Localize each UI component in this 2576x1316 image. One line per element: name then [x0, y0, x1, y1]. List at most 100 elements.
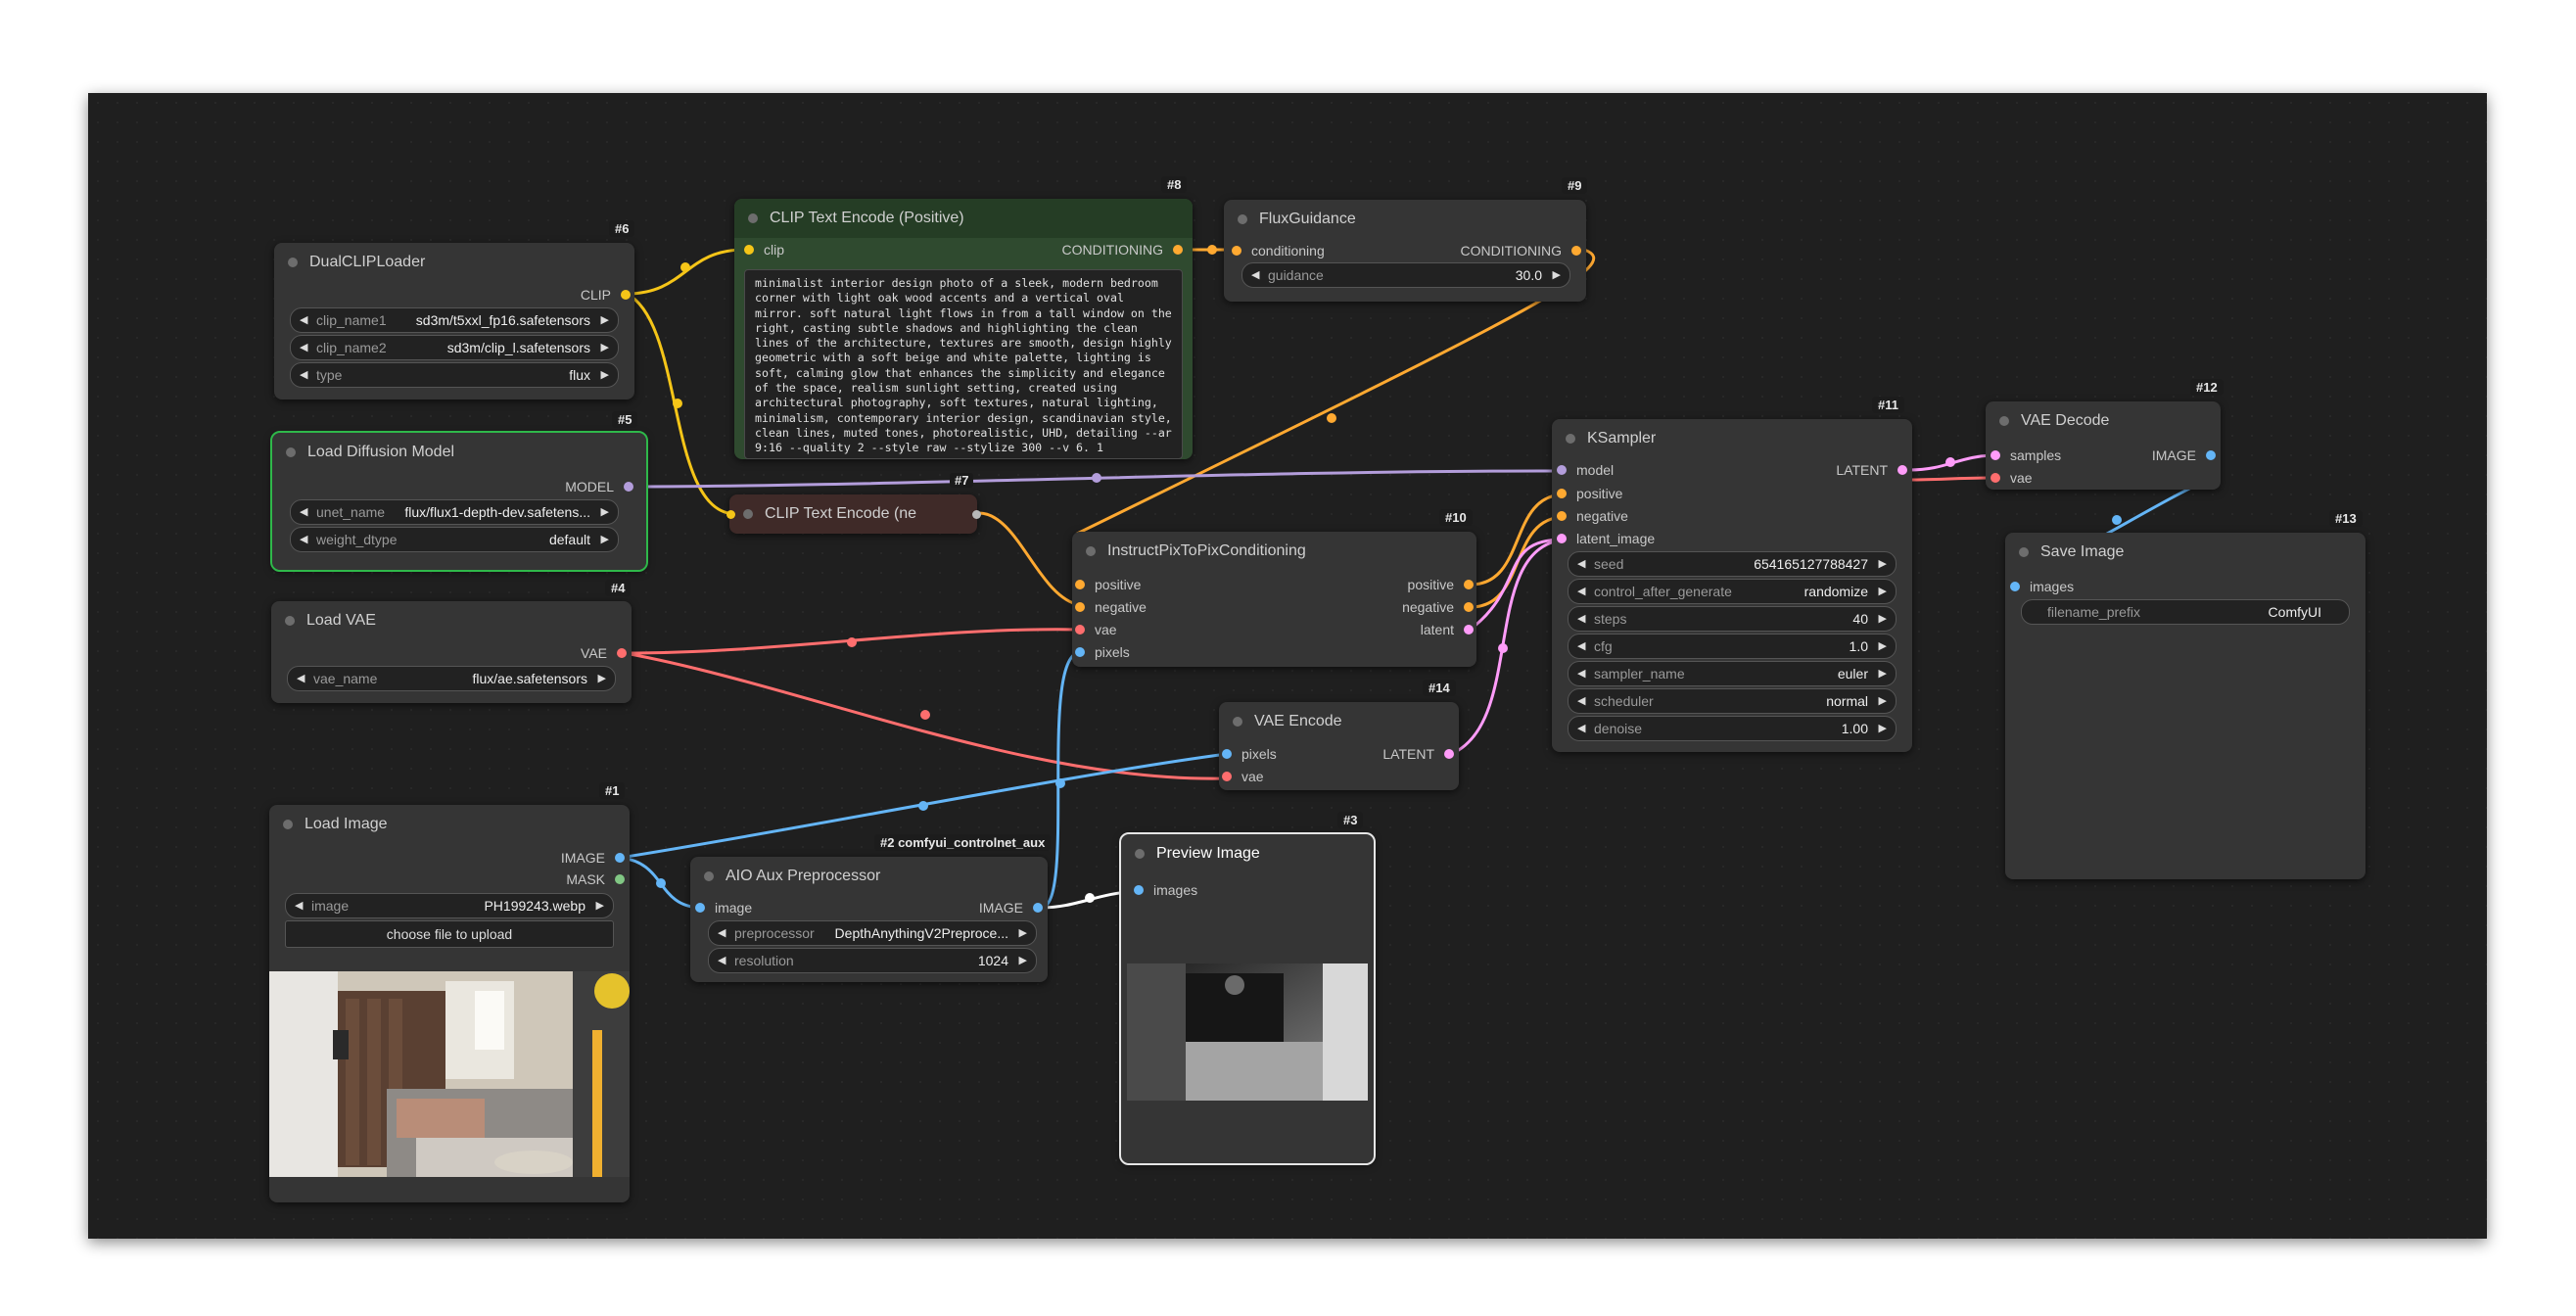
slot-dot[interactable]	[2206, 450, 2216, 460]
node-vae-decode[interactable]: VAE Decode samples vae IMAGE	[1986, 401, 2221, 490]
input-vae[interactable]: vae	[1075, 621, 1117, 638]
slot-dot[interactable]	[1075, 602, 1085, 612]
input-clip[interactable]: clip	[744, 241, 784, 258]
output-conditioning-dot[interactable]	[972, 510, 981, 519]
slot-dot[interactable]	[744, 245, 754, 255]
node-header[interactable]: DualCLIPLoader	[274, 243, 634, 282]
collapse-dot[interactable]	[2019, 547, 2029, 557]
slot-dot[interactable]	[695, 903, 705, 913]
slot-dot[interactable]	[1557, 511, 1567, 521]
input-vae[interactable]: vae	[1222, 768, 1264, 785]
output-mask[interactable]: MASK	[566, 870, 625, 888]
upload-button[interactable]: choose file to upload	[285, 920, 614, 948]
slot-dot[interactable]	[1033, 903, 1043, 913]
slot-dot[interactable]	[1464, 602, 1474, 612]
slot-dot[interactable]	[1557, 465, 1567, 475]
slot-dot[interactable]	[617, 648, 627, 658]
node-vae-encode[interactable]: VAE Encode pixels vae LATENT	[1219, 702, 1459, 790]
output-negative[interactable]: negative	[1402, 598, 1474, 616]
output-image[interactable]: IMAGE	[979, 899, 1043, 916]
input-conditioning[interactable]: conditioning	[1232, 242, 1325, 259]
node-ksampler[interactable]: KSampler model positive negative latent_…	[1552, 419, 1912, 752]
node-header[interactable]: Preview Image	[1121, 834, 1374, 873]
collapse-dot[interactable]	[283, 820, 293, 829]
input-pixels[interactable]: pixels	[1222, 745, 1277, 763]
collapse-dot[interactable]	[285, 616, 295, 626]
input-image[interactable]: image	[695, 899, 752, 916]
slot-dot[interactable]	[615, 853, 625, 863]
input-latent-image[interactable]: latent_image	[1557, 530, 1655, 547]
slot-dot[interactable]	[1075, 580, 1085, 589]
output-conditioning[interactable]: CONDITIONING	[1062, 241, 1183, 258]
node-header[interactable]: KSampler	[1552, 419, 1912, 458]
collapse-dot[interactable]	[704, 871, 714, 881]
slot-dot[interactable]	[1897, 465, 1907, 475]
slot-dot[interactable]	[1232, 246, 1241, 256]
slot-dot[interactable]	[1222, 772, 1232, 781]
slot-dot[interactable]	[1557, 489, 1567, 498]
collapse-dot[interactable]	[1233, 717, 1242, 727]
node-aio-aux-preprocessor[interactable]: AIO Aux Preprocessor image IMAGE ◀prepro…	[690, 857, 1048, 982]
node-header[interactable]: Load Diffusion Model	[272, 433, 646, 472]
collapse-dot[interactable]	[1135, 849, 1145, 859]
collapse-dot[interactable]	[1566, 434, 1575, 444]
slot-dot[interactable]	[1444, 749, 1454, 759]
slot-dot[interactable]	[2010, 582, 2020, 591]
output-latent[interactable]: LATENT	[1836, 461, 1907, 479]
input-positive[interactable]: positive	[1075, 576, 1141, 593]
slot-dot[interactable]	[624, 482, 633, 492]
output-image[interactable]: IMAGE	[2152, 446, 2216, 464]
output-conditioning[interactable]: CONDITIONING	[1461, 242, 1581, 259]
slot-dot[interactable]	[1075, 647, 1085, 657]
input-pixels[interactable]: pixels	[1075, 643, 1130, 661]
collapse-dot[interactable]	[743, 509, 753, 519]
node-header[interactable]: InstructPixToPixConditioning	[1072, 532, 1476, 571]
collapse-dot[interactable]	[1999, 416, 2009, 426]
node-header[interactable]: CLIP Text Encode (ne	[729, 494, 977, 534]
output-latent[interactable]: latent	[1421, 621, 1474, 638]
node-header[interactable]: FluxGuidance	[1224, 200, 1586, 239]
input-samples[interactable]: samples	[1991, 446, 2061, 464]
node-flux-guidance[interactable]: FluxGuidance conditioning CONDITIONING ◀…	[1224, 200, 1586, 302]
input-positive[interactable]: positive	[1557, 485, 1622, 502]
slot-dot[interactable]	[1222, 749, 1232, 759]
output-vae[interactable]: VAE	[581, 644, 627, 662]
slot-dot[interactable]	[1557, 534, 1567, 543]
input-negative[interactable]: negative	[1557, 507, 1628, 525]
prompt-textarea[interactable]: minimalist interior design photo of a sl…	[744, 269, 1183, 459]
output-positive[interactable]: positive	[1408, 576, 1474, 593]
node-header[interactable]: Save Image	[2005, 533, 2365, 572]
node-clip-text-encode-negative[interactable]: CLIP Text Encode (ne	[726, 494, 981, 534]
slot-dot[interactable]	[1134, 885, 1144, 895]
slot-dot[interactable]	[615, 874, 625, 884]
slot-dot[interactable]	[1464, 580, 1474, 589]
slot-dot[interactable]	[1464, 625, 1474, 634]
output-latent[interactable]: LATENT	[1382, 745, 1454, 763]
input-images[interactable]: images	[1134, 881, 1197, 899]
node-instruct-pix2pix[interactable]: InstructPixToPixConditioning positive ne…	[1072, 532, 1476, 667]
collapse-dot[interactable]	[286, 447, 296, 457]
slot-dot[interactable]	[1991, 473, 2000, 483]
slot-dot[interactable]	[1173, 245, 1183, 255]
node-preview-image[interactable]: Preview Image images	[1119, 832, 1376, 1165]
input-images[interactable]: images	[2010, 578, 2074, 595]
